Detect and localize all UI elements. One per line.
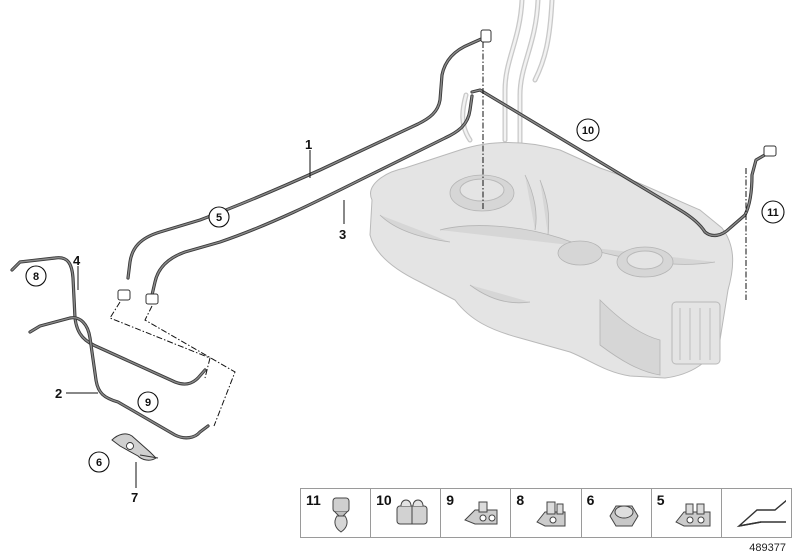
filler-pipes-ghost <box>460 0 555 153</box>
part-cell-9[interactable]: 9 <box>441 489 512 537</box>
part-cell-6[interactable]: 6 <box>582 489 652 537</box>
leader-lines <box>66 150 345 488</box>
callout-labels: 1 3 4 2 7 <box>55 137 346 505</box>
circled-callouts: 5 8 9 6 10 11 <box>25 118 785 473</box>
callout-6: 6 <box>88 451 110 473</box>
part-number: 11 <box>306 492 321 508</box>
fuel-tank <box>369 142 734 379</box>
callout-7: 7 <box>131 490 138 505</box>
part-cell-11[interactable]: 11 <box>301 489 372 537</box>
part-number: 10 <box>376 492 392 508</box>
part-number: 8 <box>516 492 525 508</box>
assembly-guide-lines <box>109 42 747 427</box>
svg-text:10: 10 <box>582 125 594 137</box>
part-cell-8[interactable]: 8 <box>511 489 582 537</box>
bracket-part-6 <box>111 433 159 461</box>
svg-text:8: 8 <box>33 271 39 283</box>
fuel-line-2 <box>28 316 210 440</box>
double-pipe-holder-icon <box>674 503 711 527</box>
fuel-line-3 <box>145 94 474 305</box>
callout-5: 5 <box>208 206 230 228</box>
callout-8: 8 <box>25 265 47 287</box>
fuel-line-10 <box>470 88 777 238</box>
part-cell-10[interactable]: 10 <box>371 489 442 537</box>
pipe-holder-icon <box>464 501 498 525</box>
arrow-icon <box>736 499 786 528</box>
nut-icon <box>608 505 639 527</box>
part-number: 5 <box>656 492 665 508</box>
parts-strip: 11 10 9 8 <box>300 488 792 538</box>
part-cell-5[interactable]: 5 <box>652 489 722 537</box>
callout-3: 3 <box>339 227 346 242</box>
callout-2: 2 <box>55 386 62 401</box>
push-clip-icon <box>332 497 350 533</box>
svg-text:5: 5 <box>216 212 222 224</box>
fuel-line-4 <box>10 256 207 386</box>
part-number: 6 <box>586 492 595 508</box>
pipe-clip-icon <box>396 499 428 525</box>
fuel-line-1 <box>117 29 492 301</box>
svg-text:9: 9 <box>145 397 151 409</box>
svg-text:6: 6 <box>96 457 102 469</box>
callout-10: 10 <box>576 118 600 142</box>
callout-4: 4 <box>73 253 81 268</box>
part-cell-arrow[interactable] <box>722 489 791 537</box>
callout-11: 11 <box>761 200 785 224</box>
callout-1: 1 <box>305 137 312 152</box>
image-reference-number: 489377 <box>749 542 786 554</box>
svg-text:11: 11 <box>767 207 779 219</box>
callout-9: 9 <box>137 391 159 413</box>
part-number: 9 <box>446 492 455 508</box>
pipe-holder-icon <box>536 501 566 527</box>
